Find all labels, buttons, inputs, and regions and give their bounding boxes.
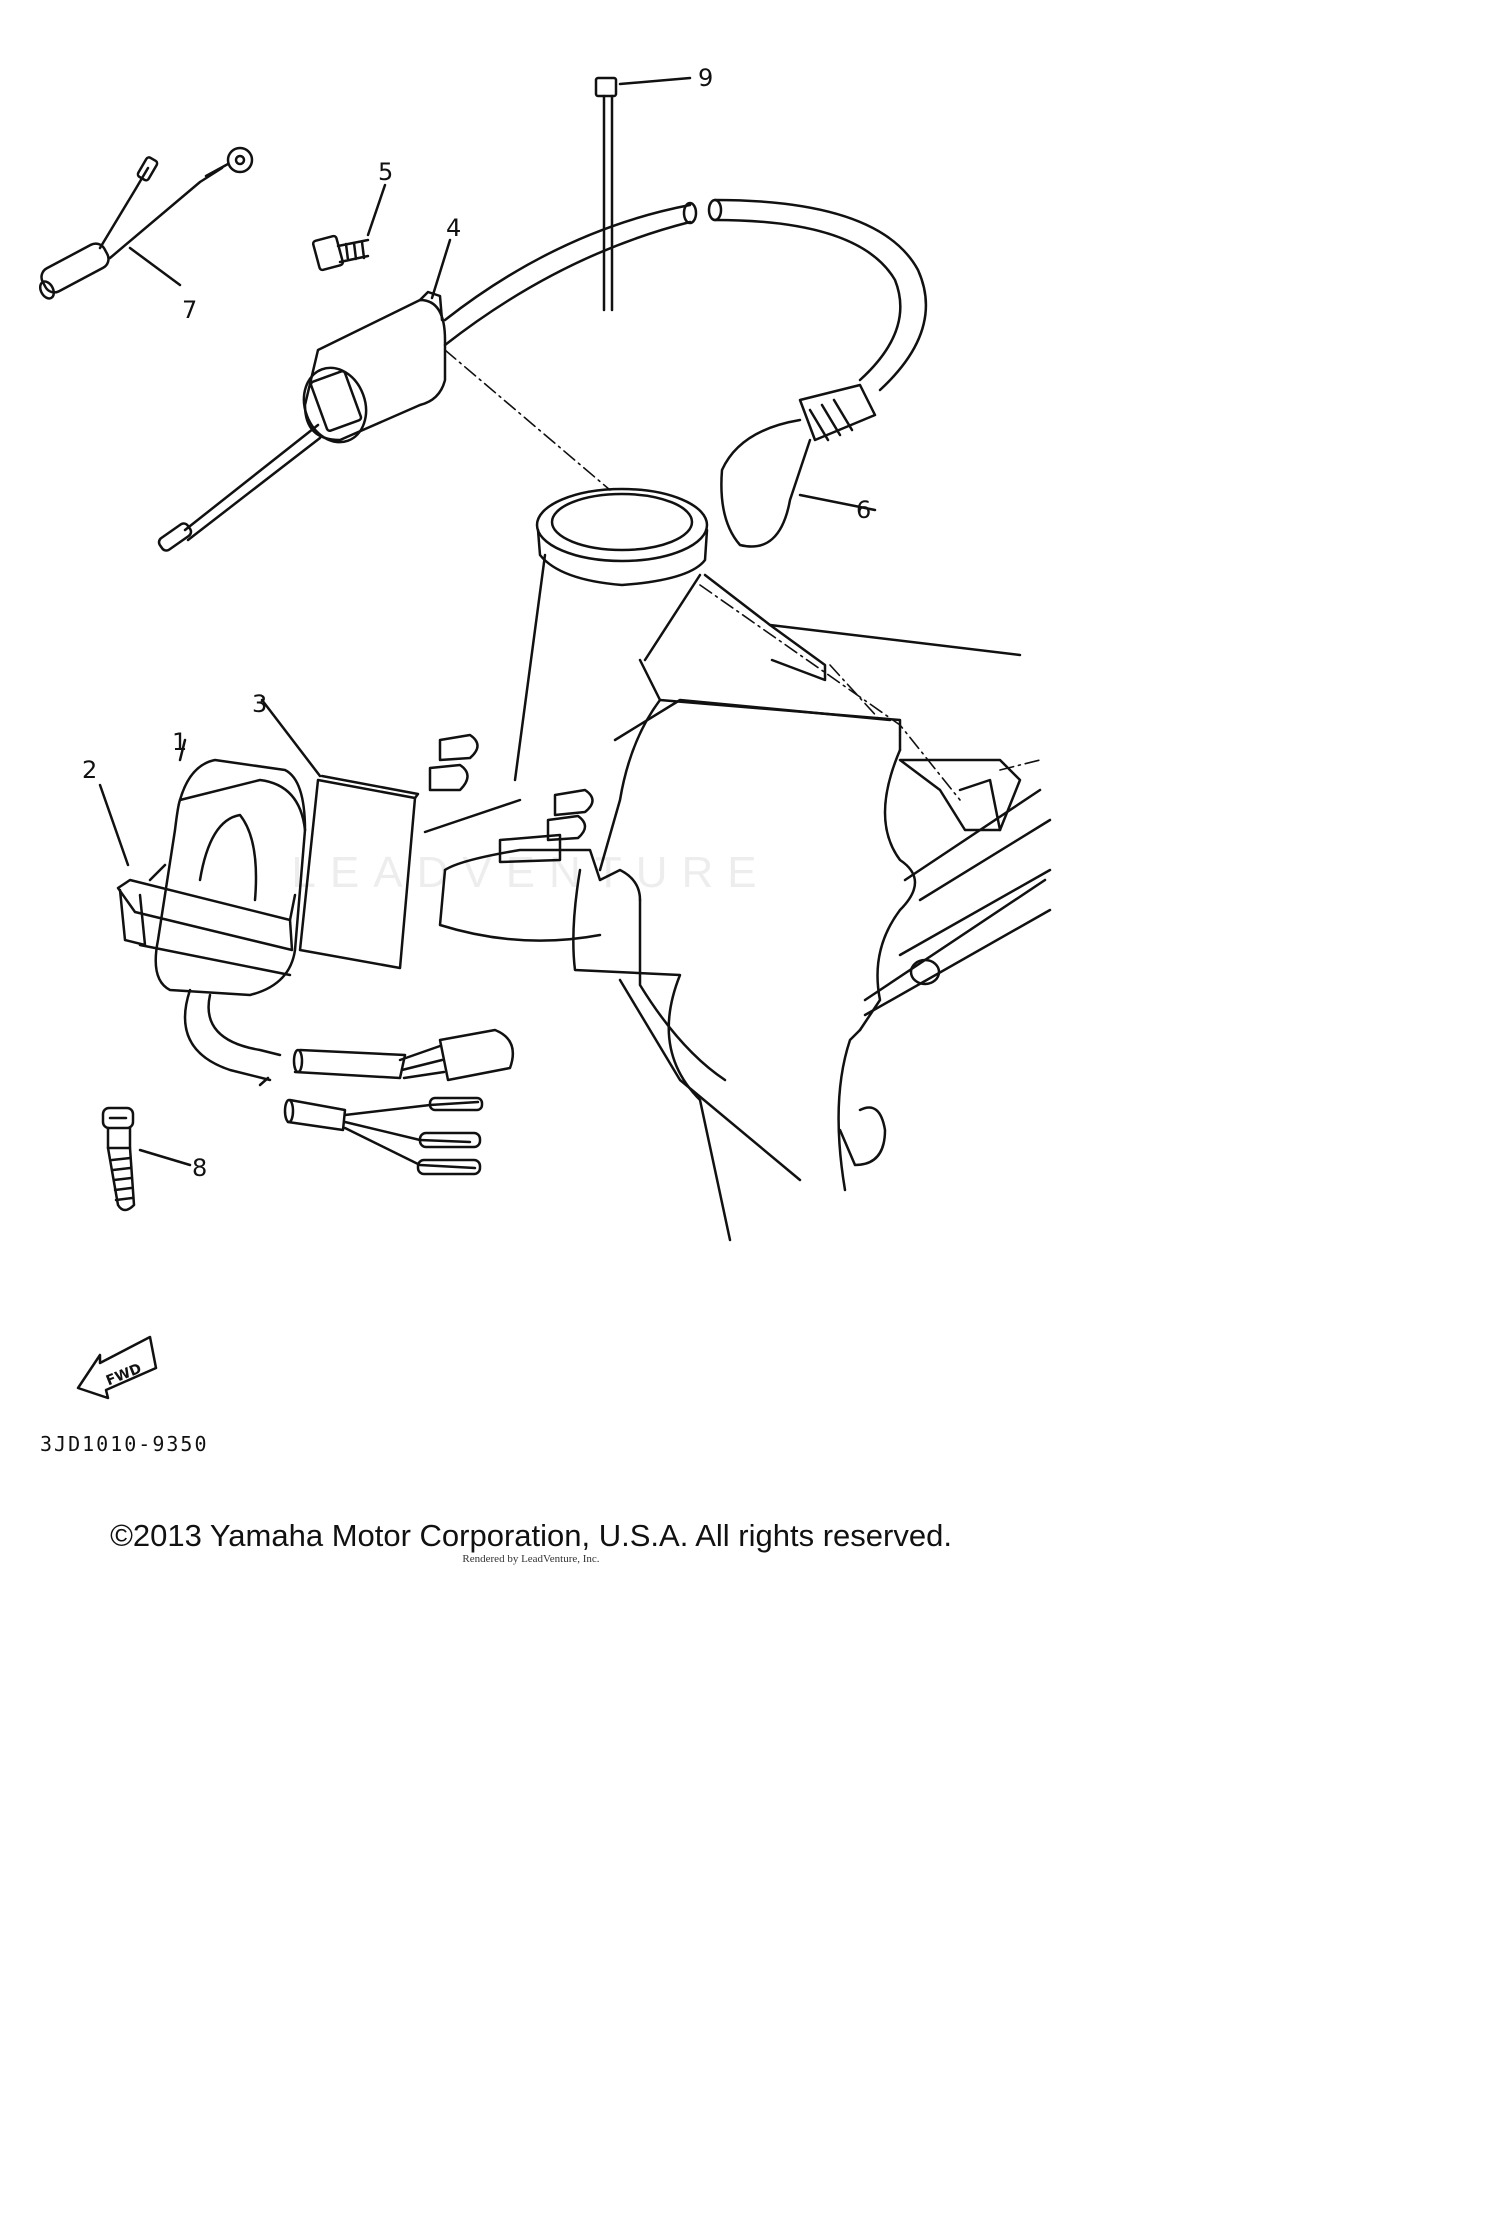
part-3-pad xyxy=(260,698,522,970)
figure-code: 3JD1010-9350 xyxy=(40,1432,209,1456)
callout-5: 5 xyxy=(378,158,393,186)
callout-4: 4 xyxy=(446,214,461,242)
part-7-lead-wire xyxy=(38,146,254,300)
callout-2: 2 xyxy=(82,756,97,784)
part-5-bolt xyxy=(311,183,387,272)
part-1-cdi-unit xyxy=(154,738,307,1082)
part-8-band-tie xyxy=(101,1106,192,1212)
copyright-notice: ©2013 Yamaha Motor Corporation, U.S.A. A… xyxy=(110,1518,952,1553)
frame-head-pipe xyxy=(428,487,1052,1242)
part-9-cable-tie xyxy=(594,76,692,312)
fwd-arrow-icon xyxy=(76,1335,158,1400)
cdi-wire-harness xyxy=(258,1028,515,1176)
part-4-ignition-coil xyxy=(157,198,928,552)
assembly-leader-lines xyxy=(444,349,1041,801)
callout-7: 7 xyxy=(182,296,197,324)
render-note: Rendered by LeadVenture, Inc. xyxy=(462,1553,600,1565)
callout-8: 8 xyxy=(192,1154,207,1182)
fwd-label: FWD xyxy=(104,1361,144,1390)
callout-6: 6 xyxy=(856,496,871,524)
callout-1: 1 xyxy=(172,728,187,756)
part-2-band xyxy=(98,783,297,977)
parts-diagram: 1 2 3 4 5 6 7 8 9 FWD xyxy=(38,64,1052,1400)
callout-3: 3 xyxy=(252,690,267,718)
callout-9: 9 xyxy=(698,64,713,92)
watermark: LEADVENTURE xyxy=(291,848,771,897)
callout-labels: 1 2 3 4 5 6 7 8 9 FWD xyxy=(82,64,871,1389)
part-6-plug-cap xyxy=(720,383,877,548)
